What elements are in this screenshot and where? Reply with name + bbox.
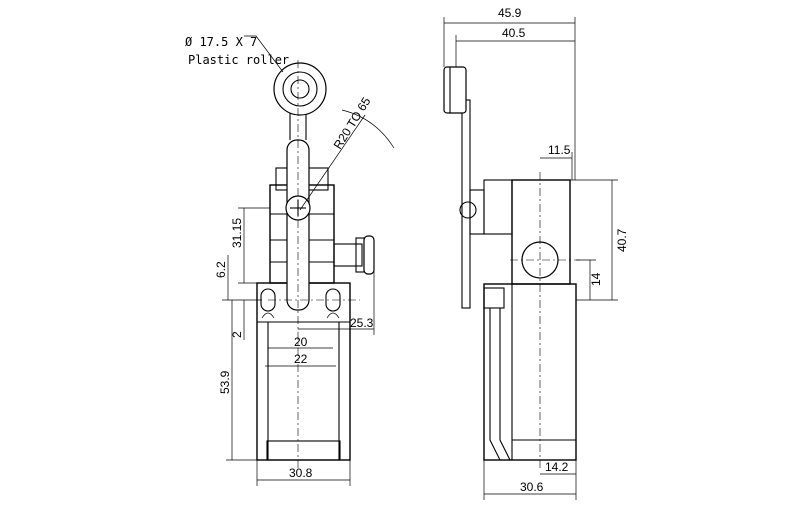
side-view: [443, 66, 580, 470]
side-base-body: [483, 283, 577, 461]
dim-31-15: 31.15: [230, 218, 244, 248]
side-base-nut: [483, 287, 505, 309]
front-base-foot: [266, 440, 341, 461]
radius-label: R20 TO 65: [331, 94, 374, 151]
front-view: [244, 35, 395, 470]
dim-6-2: 6.2: [214, 261, 228, 278]
dim-30-6: 30.6: [520, 480, 544, 494]
dim-14-2: 14.2: [545, 460, 569, 474]
side-dimensions: 45.9 40.5 11.5 40.7 14 14.2 30.6: [443, 6, 629, 500]
side-roller: [443, 66, 467, 114]
dim-25-3: 25.3: [350, 316, 374, 330]
dim-53-9: 53.9: [218, 370, 232, 394]
dim-30-8: 30.8: [289, 466, 313, 480]
dim-2: 2: [230, 331, 244, 338]
front-side-knob-shaft: [333, 243, 363, 267]
dim-14: 14: [589, 272, 603, 286]
dim-20: 20: [294, 335, 308, 349]
front-side-knob: [363, 235, 375, 275]
dim-45-9: 45.9: [498, 6, 522, 20]
dim-22: 22: [294, 352, 308, 366]
roller-size-label: Ø 17.5 X 7: [185, 35, 257, 49]
roller-material-label: Plastic roller: [188, 53, 289, 67]
front-roller: [273, 62, 327, 116]
dim-40-5: 40.5: [502, 26, 526, 40]
dim-40-7: 40.7: [615, 228, 629, 252]
front-dimensions: 31.15 6.2 2 53.9 20 22 25.3 30.8: [214, 207, 375, 486]
dim-11-5: 11.5: [548, 143, 571, 157]
